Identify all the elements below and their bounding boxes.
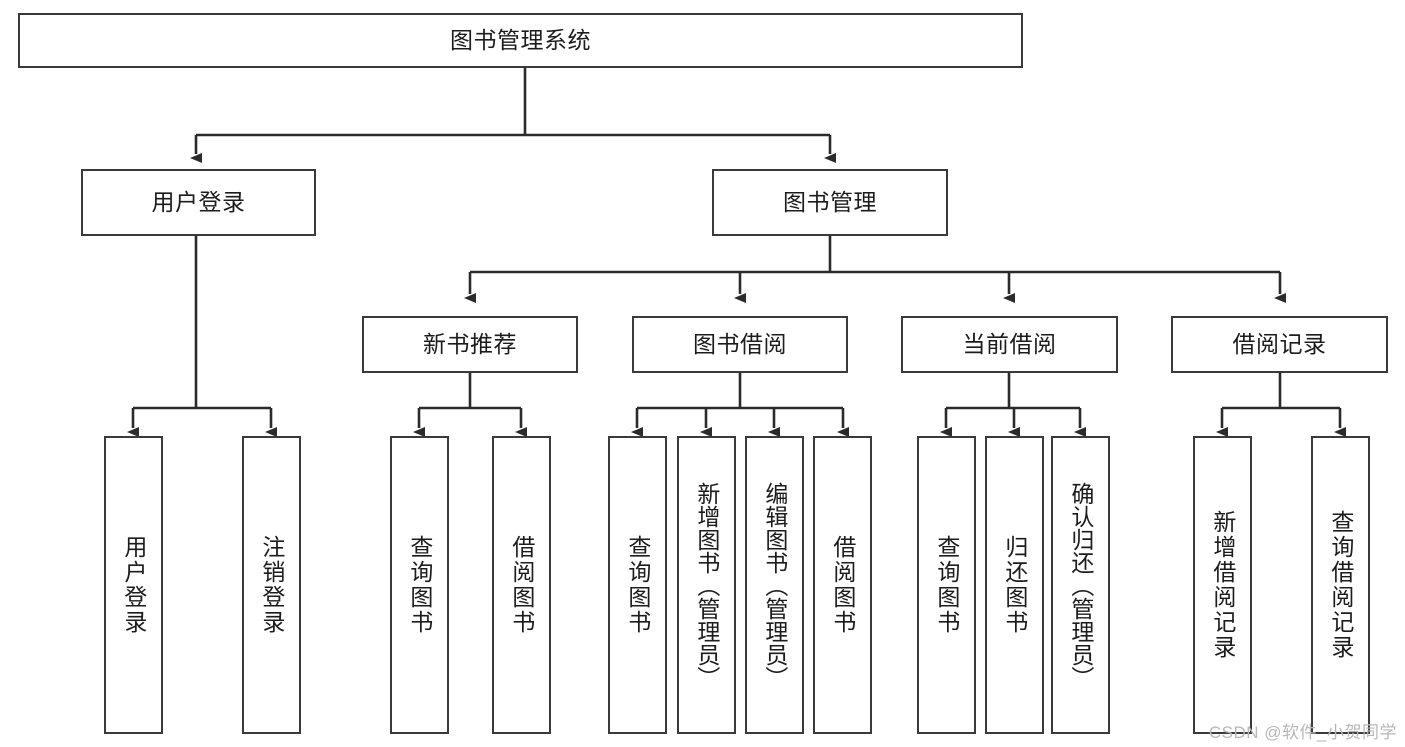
leaf-book-borrow-3-label: 编辑图书（管理员） [761,481,788,689]
leaf-user-login-1[interactable]: 用户登录 [104,436,163,734]
leaf-user-login-2[interactable]: 注销登录 [242,436,301,734]
node-book-manage-label: 图书管理 [783,188,877,215]
watermark-csdn: CSDN @软件_小贺同学 [1208,723,1397,742]
node-current-borrow-label: 当前借阅 [962,330,1057,357]
node-root[interactable]: 图书管理系统 [18,13,1023,68]
leaf-current-borrow-3-label: 确认归还（管理员） [1067,481,1094,689]
node-borrow-record-label: 借阅记录 [1232,330,1327,357]
node-book-borrow-label: 图书借阅 [693,330,787,357]
node-user-login-label: 用户登录 [151,188,246,215]
leaf-new-book-2-label: 借阅图书 [508,535,535,635]
leaf-book-borrow-2[interactable]: 新增图书（管理员） [677,436,736,734]
node-book-borrow[interactable]: 图书借阅 [632,316,848,373]
leaf-user-login-1-label: 用户登录 [120,535,147,635]
leaf-book-borrow-1[interactable]: 查询图书 [608,436,667,734]
leaf-current-borrow-1-label: 查询图书 [933,535,960,635]
leaf-book-borrow-1-label: 查询图书 [624,535,651,635]
node-root-label: 图书管理系统 [450,26,591,53]
leaf-borrow-record-1[interactable]: 新增借阅记录 [1193,436,1252,734]
leaf-new-book-2[interactable]: 借阅图书 [492,436,551,734]
leaf-current-borrow-1[interactable]: 查询图书 [917,436,976,734]
node-book-manage[interactable]: 图书管理 [712,169,948,236]
leaf-book-borrow-2-label: 新增图书（管理员） [693,481,720,689]
leaf-new-book-1-label: 查询图书 [406,535,433,635]
leaf-current-borrow-2[interactable]: 归还图书 [985,436,1044,734]
leaf-book-borrow-4-label: 借阅图书 [829,535,856,635]
leaf-book-borrow-4[interactable]: 借阅图书 [813,436,872,734]
leaf-book-borrow-3[interactable]: 编辑图书（管理员） [745,436,804,734]
leaf-user-login-2-label: 注销登录 [258,535,285,635]
leaf-borrow-record-1-label: 新增借阅记录 [1209,510,1236,660]
node-new-book-recommend-label: 新书推荐 [423,330,517,357]
leaf-new-book-1[interactable]: 查询图书 [390,436,449,734]
leaf-current-borrow-3[interactable]: 确认归还（管理员） [1051,436,1110,734]
leaf-borrow-record-2-label: 查询借阅记录 [1327,510,1354,660]
leaf-current-borrow-2-label: 归还图书 [1001,535,1028,635]
node-user-login[interactable]: 用户登录 [81,169,316,236]
leaf-borrow-record-2[interactable]: 查询借阅记录 [1311,436,1370,734]
node-current-borrow[interactable]: 当前借阅 [901,316,1118,373]
node-new-book-recommend[interactable]: 新书推荐 [362,316,578,373]
node-borrow-record[interactable]: 借阅记录 [1171,316,1388,373]
